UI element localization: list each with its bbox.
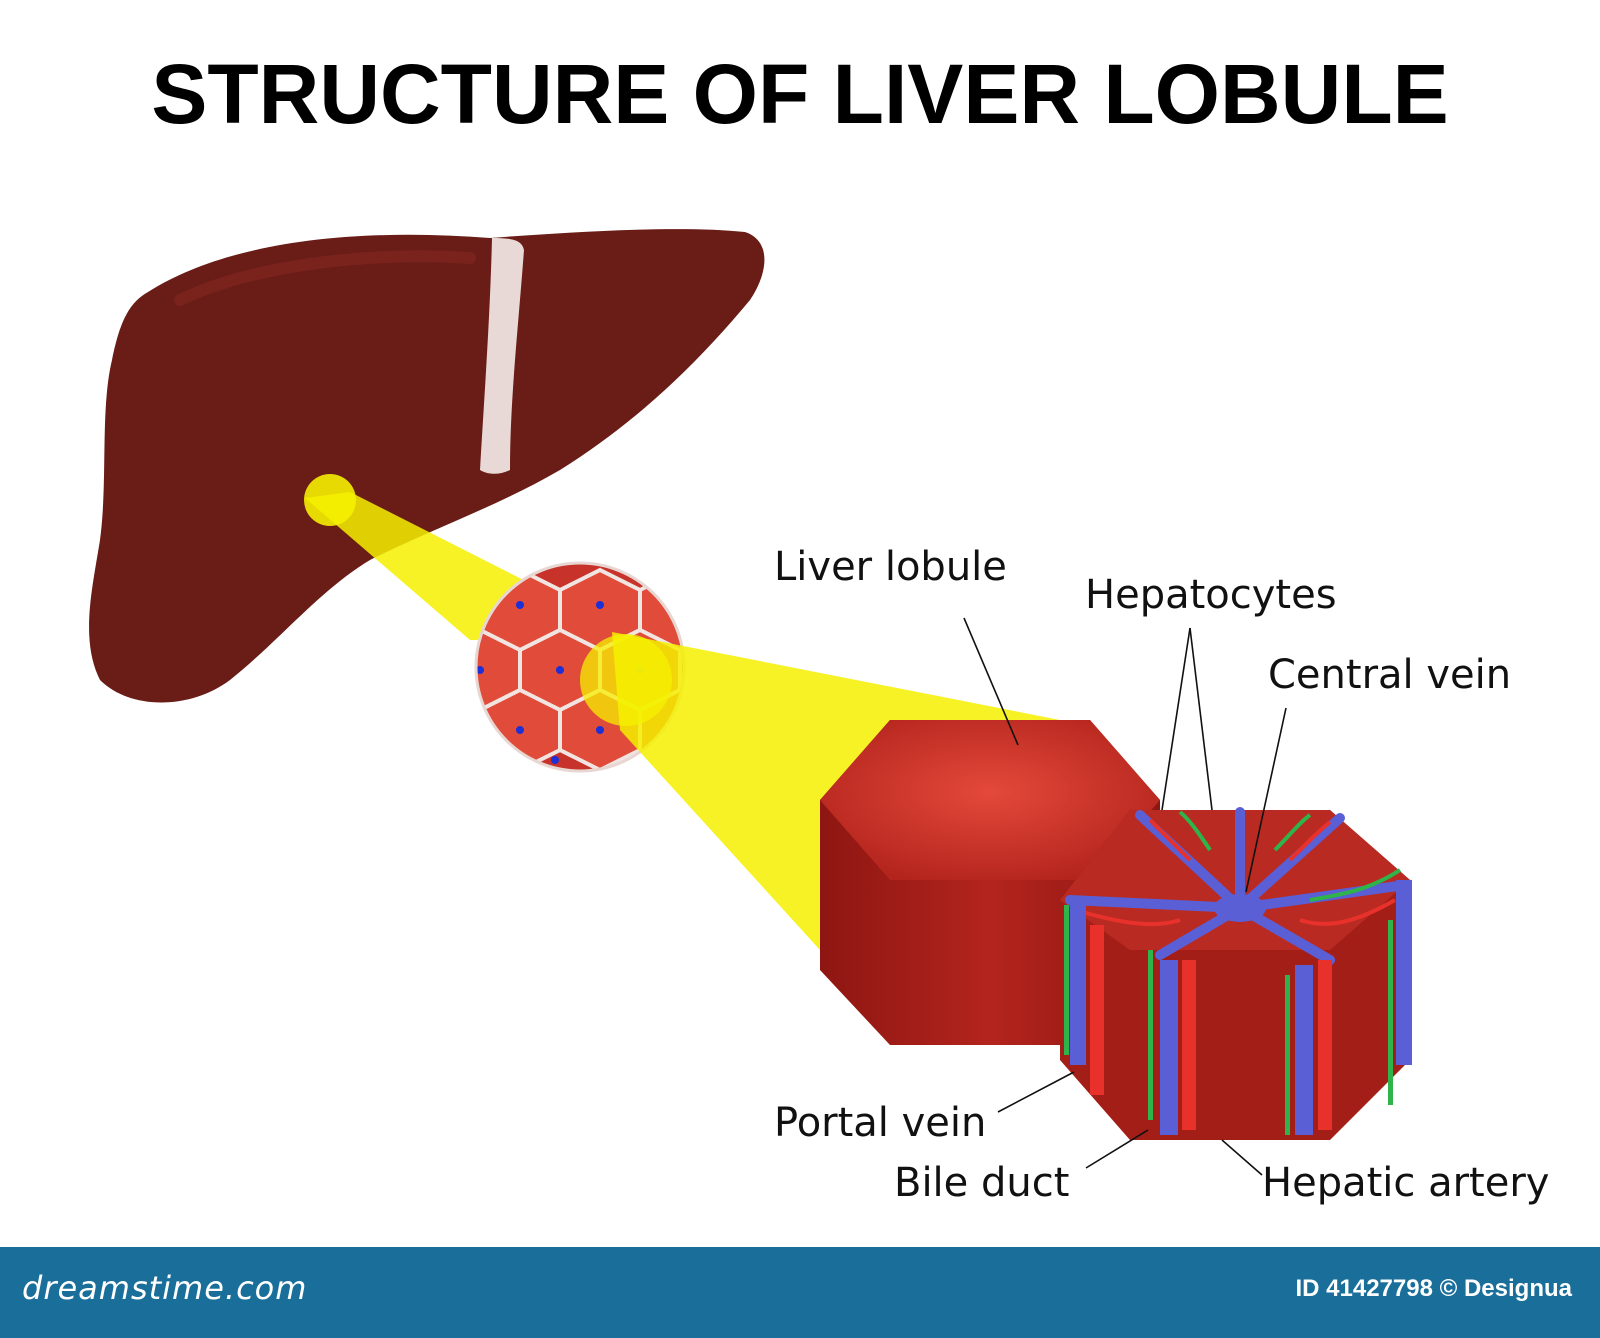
liver-lobule-illustration: Liver lobule Hepatocytes Central vein Po… xyxy=(89,229,1549,1206)
page-title: STRUCTURE OF LIVER LOBULE xyxy=(151,47,1449,141)
footer-bar: dreamstime.com ID 41427798 © Designua xyxy=(0,1247,1600,1338)
magnifier-spot-2 xyxy=(580,634,672,726)
label-liver-lobule: Liver lobule xyxy=(774,544,1007,590)
brand-logo-text: dreamstime.com xyxy=(22,1269,308,1307)
magnifier-spot xyxy=(304,474,356,526)
falciform-ligament xyxy=(480,238,524,474)
label-hepatic-artery: Hepatic artery xyxy=(1262,1160,1549,1206)
central-vein xyxy=(1214,894,1266,922)
portal-triad-columns xyxy=(1064,880,1412,1135)
label-central-vein: Central vein xyxy=(1268,652,1511,698)
liver-organ xyxy=(89,229,765,703)
label-bile-duct: Bile duct xyxy=(894,1160,1069,1206)
label-portal-vein: Portal vein xyxy=(774,1100,986,1146)
label-hepatocytes: Hepatocytes xyxy=(1085,572,1337,618)
leader-lines xyxy=(963,617,1287,1176)
image-credit: ID 41427798 © Designua xyxy=(1295,1275,1573,1302)
lobule-cross-section xyxy=(1060,807,1412,1140)
